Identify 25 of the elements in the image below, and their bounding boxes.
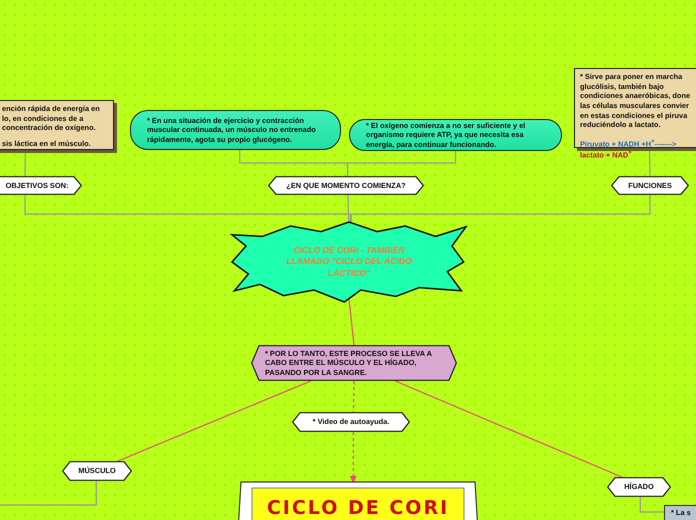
connector-line [350, 195, 651, 222]
node-text: CICLO DE CORI - TAMBIÉN LLAMADO "CICLO DEL ÁCIDO LÁCTICO" [285, 245, 413, 279]
connector-line [0, 481, 97, 506]
signboard [238, 482, 478, 520]
connector-line [352, 380, 355, 412]
hexagon-box [251, 345, 457, 381]
note-card [0, 100, 114, 150]
hexagon-box [611, 176, 689, 195]
connector-line [118, 380, 311, 462]
hexagon-box [607, 477, 671, 497]
connector-line [346, 151, 456, 176]
connector-line [347, 194, 350, 222]
hexagon-box [62, 461, 132, 481]
rounded-box [349, 119, 562, 151]
hexagon-box [292, 412, 410, 432]
starburst-shape [232, 222, 466, 302]
rounded-box [130, 110, 341, 150]
hexagon-box [0, 176, 82, 195]
connector-line [394, 380, 622, 478]
hexagon-box [268, 176, 424, 195]
node-text: CICLO DE CORI [266, 496, 450, 520]
connector-line [348, 298, 355, 346]
connector-line [350, 432, 357, 484]
connector-line [24, 195, 351, 222]
connector-line [640, 497, 664, 513]
